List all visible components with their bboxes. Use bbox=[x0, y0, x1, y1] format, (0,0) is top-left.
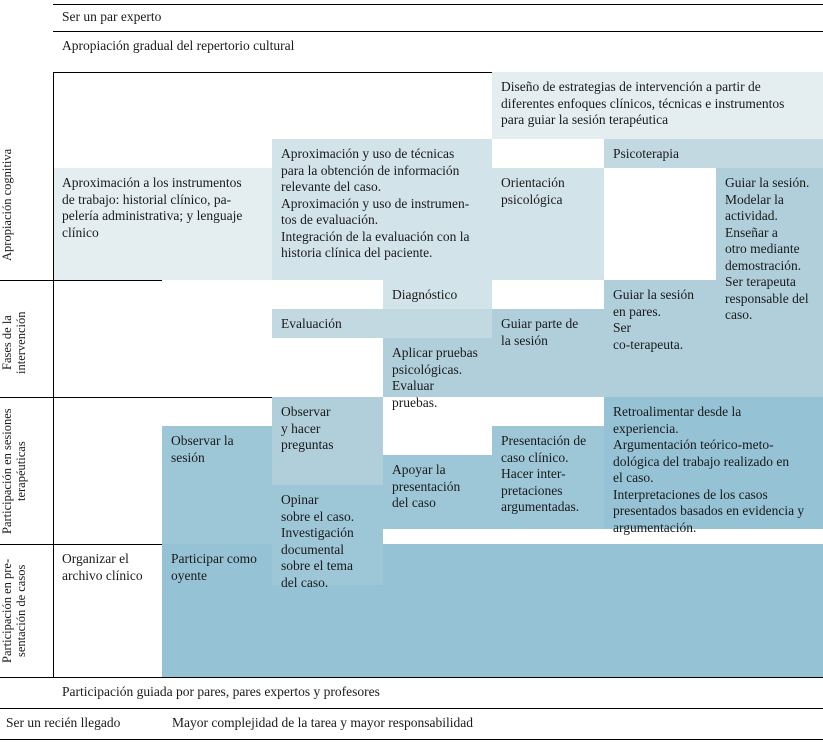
row-label-participacion-sesiones: Participación en sesiones terapéuticas bbox=[0, 408, 28, 534]
row-label-apropiacion-cognitiva: Apropiación cognitiva bbox=[0, 148, 14, 262]
banner-apropiacion-gradual: Apropiación gradual del repertorio cultu… bbox=[62, 38, 295, 53]
rule-row-1 bbox=[0, 280, 53, 281]
block-observar-hacer-preguntas: Observar y hacer preguntas bbox=[272, 397, 383, 485]
rule-bottom-1 bbox=[0, 677, 823, 678]
block-aplicar-pruebas: Aplicar pruebas psicológicas. Evaluar pr… bbox=[383, 338, 492, 410]
rule-row-1-right bbox=[53, 280, 162, 281]
block-psicoterapia: Psicoterapia bbox=[604, 139, 823, 168]
block-retroalimentar-experiencia: Retroalimentar desde la experiencia. Arg… bbox=[604, 397, 823, 535]
cell-organizar-archivo-clinico: Organizar el archivo clínico bbox=[62, 551, 143, 583]
rule-bottom-2 bbox=[0, 708, 823, 709]
block-diseno-estrategias: Diseño de estrategias de intervención a … bbox=[492, 72, 823, 139]
rule-top-2 bbox=[53, 31, 823, 32]
row-label-fases-intervencion: Fases de la intervención bbox=[0, 311, 28, 374]
rule-bottom-3 bbox=[0, 739, 823, 740]
block-guiar-sesion-pares: Guiar la sesión en pares. Ser co-terapeu… bbox=[604, 280, 716, 397]
rule-row-3 bbox=[0, 544, 53, 545]
block-apoyar-presentacion: Apoyar la presentación del caso bbox=[383, 455, 492, 529]
rule-top-1 bbox=[53, 4, 823, 5]
block-guiar-la-sesion-modelar: Guiar la sesión. Modelar la actividad. E… bbox=[716, 168, 823, 397]
banner-ser-un-recien-llegado: Ser un recién llegado bbox=[6, 715, 121, 730]
rule-vertical-gutter bbox=[53, 72, 54, 677]
row-label-participacion-presentacion: Participación en pre- sentación de casos bbox=[0, 558, 28, 664]
banner-ser-un-par-experto: Ser un par experto bbox=[62, 9, 162, 24]
banner-participacion-guiada: Participación guiada por pares, pares ex… bbox=[62, 684, 380, 699]
block-orientacion-psicologica: Orientación psicológica bbox=[492, 168, 604, 280]
block-evaluacion: Evaluación bbox=[272, 309, 492, 338]
block-presentacion-caso-clinico: Presentación de caso clínico. Hacer inte… bbox=[492, 426, 604, 529]
banner-mayor-complejidad: Mayor complejidad de la tarea y mayor re… bbox=[172, 715, 474, 730]
block-aproximacion-instrumentos: Aproximación a los instrumentos de traba… bbox=[53, 168, 272, 280]
block-diagnostico: Diagnóstico bbox=[383, 280, 492, 309]
block-aproximacion-tecnicas: Aproximación y uso de técnicas para la o… bbox=[272, 139, 492, 280]
block-guiar-parte-sesion: Guiar parte de la sesión bbox=[492, 309, 604, 397]
rule-row-3-right bbox=[53, 544, 162, 545]
rule-row-2-right bbox=[53, 397, 272, 398]
block-participar-como-oyente: Participar como oyente bbox=[171, 551, 257, 583]
block-opinar-sobre-el-caso-overlay: Opinar sobre el caso. Investigación docu… bbox=[272, 485, 383, 590]
rule-top-3 bbox=[53, 72, 823, 73]
block-observar-la-sesion: Observar la sesión bbox=[162, 426, 272, 544]
rule-row-2 bbox=[0, 397, 53, 398]
